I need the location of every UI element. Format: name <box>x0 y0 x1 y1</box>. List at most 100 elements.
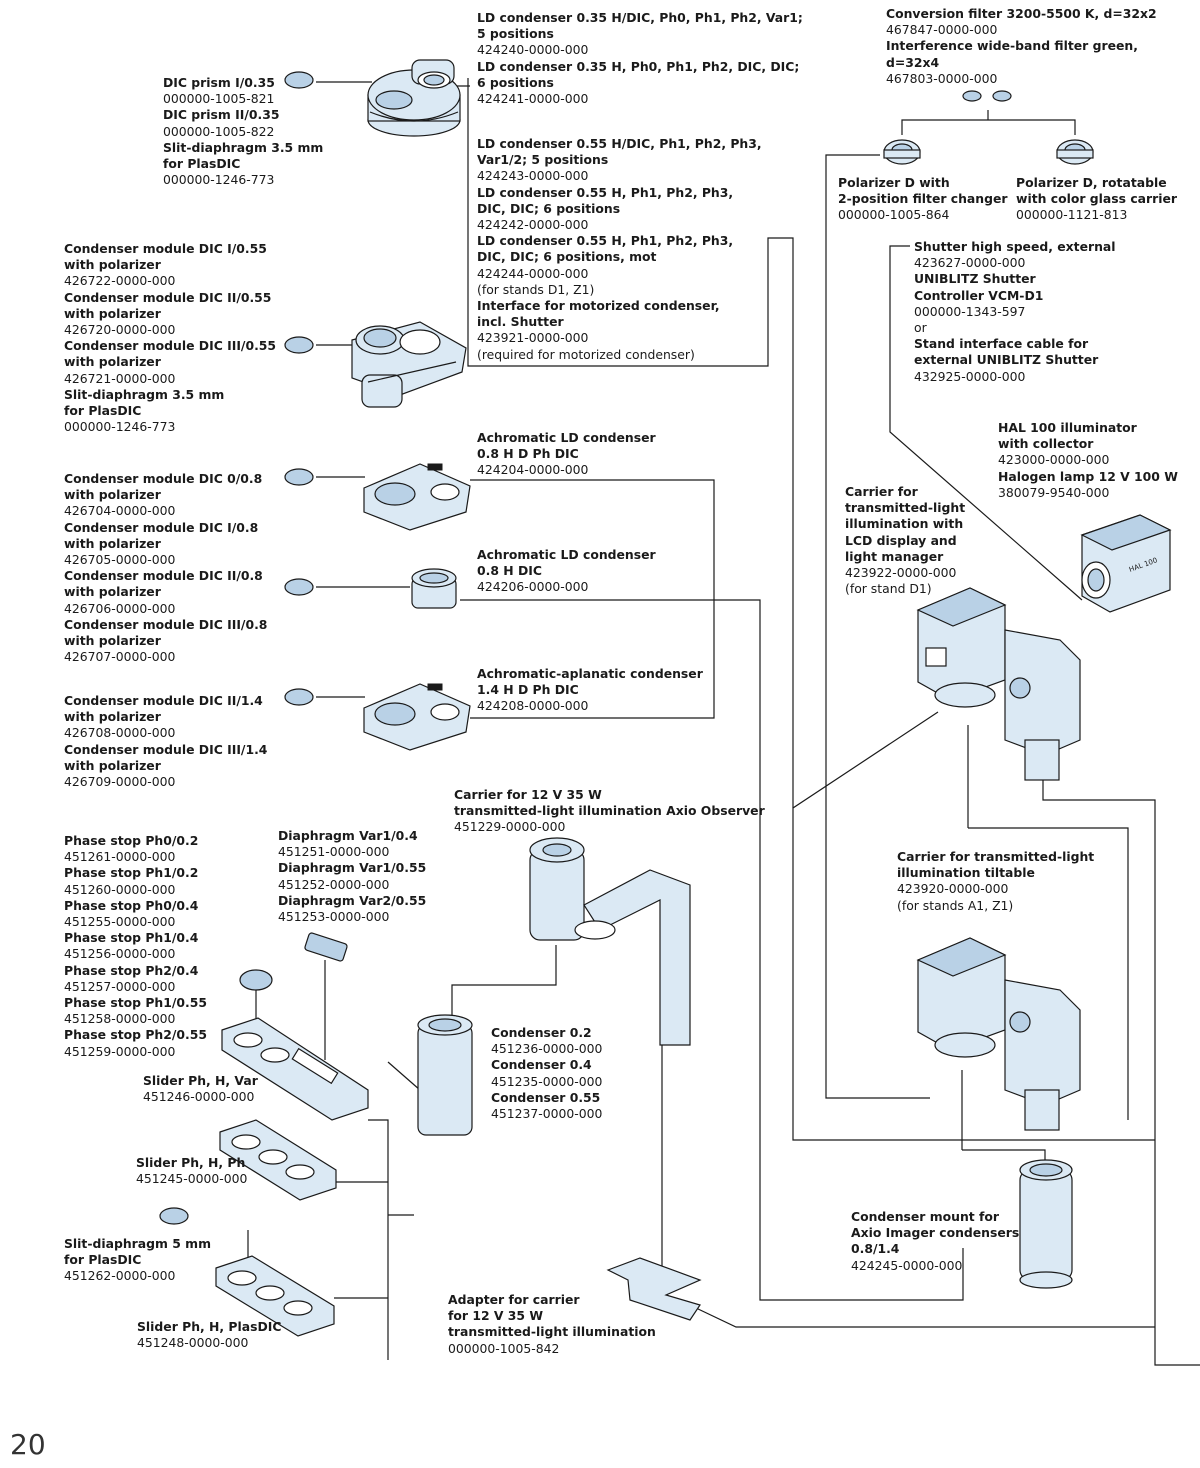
part-number: 426721-0000-000 <box>64 370 176 386</box>
part-number: 000000-1005-842 <box>448 1340 560 1356</box>
part-number: 000000-1005-821 <box>163 91 275 107</box>
part-name: Phase stop Ph1/0.55 <box>64 995 207 1011</box>
part-name: Condenser mount for <box>851 1209 1000 1224</box>
label-ld-condenser-055: LD condenser 0.55 H/DIC, Ph1, Ph2, Ph3,V… <box>477 136 762 363</box>
part-name: Phase stop Ph1/0.4 <box>64 930 199 946</box>
condenser-module-055-illustration <box>351 321 467 408</box>
part-number: 451261-0000-000 <box>64 849 176 865</box>
part-name: Carrier for <box>845 484 918 499</box>
carrier-lcd-illustration <box>916 587 1081 781</box>
filter-discs-illustration <box>962 90 1012 102</box>
part-name: Condenser 0.2 <box>491 1025 592 1040</box>
part-name: Condenser module DIC III/1.4 <box>64 741 268 757</box>
part-name: Phase stop Ph0/0.2 <box>64 833 199 848</box>
part-number: 000000-1343-597 <box>914 303 1026 319</box>
part-name: with color glass carrier <box>1016 191 1178 207</box>
part-number: 451245-0000-000 <box>136 1171 248 1187</box>
part-number: 451229-0000-000 <box>454 819 566 835</box>
part-number: 424241-0000-000 <box>477 91 589 107</box>
part-name: Interface for motorized condenser, <box>477 298 720 314</box>
part-number: 424242-0000-000 <box>477 217 589 233</box>
part-name: Condenser module DIC I/0.8 <box>64 519 259 535</box>
part-name: Phase stop Ph1/0.2 <box>64 865 199 881</box>
dic-prism-icon <box>284 71 314 89</box>
part-name: Shutter high speed, external <box>914 239 1116 254</box>
part-name: HAL 100 illuminator <box>998 420 1137 435</box>
achromatic-aplanatic-illustration <box>363 683 471 751</box>
part-name: DIC, DIC; 6 positions, mot <box>477 249 657 265</box>
part-number: 423922-0000-000 <box>845 565 957 581</box>
part-number: or <box>914 320 927 336</box>
part-number: 451237-0000-000 <box>491 1106 603 1122</box>
part-name: with polarizer <box>64 487 161 503</box>
hal-100-illustration: HAL 100 <box>1080 514 1172 613</box>
part-number: 451256-0000-000 <box>64 946 176 962</box>
part-number: 424240-0000-000 <box>477 42 589 58</box>
part-number: 432925-0000-000 <box>914 368 1026 384</box>
part-number: 426709-0000-000 <box>64 774 176 790</box>
part-name: Phase stop Ph2/0.4 <box>64 962 199 978</box>
part-number: 426706-0000-000 <box>64 600 176 616</box>
part-name: Slit-diaphragm 3.5 mm <box>163 139 324 155</box>
part-name: 5 positions <box>477 26 554 42</box>
part-number: 000000-1121-813 <box>1016 207 1128 223</box>
carrier-tiltable-illustration <box>916 937 1081 1131</box>
part-number: 000000-1005-822 <box>163 123 275 139</box>
connector-lines <box>247 78 1200 1366</box>
part-name: with collector <box>998 436 1094 452</box>
part-name: Slider Ph, H, Var <box>143 1073 258 1088</box>
part-number: 424243-0000-000 <box>477 168 589 184</box>
part-number: (for stands A1, Z1) <box>897 897 1014 913</box>
part-name: Phase stop Ph2/0.55 <box>64 1027 207 1043</box>
part-number: 000000-1246-773 <box>163 172 275 188</box>
diaphragm-icon <box>304 932 348 962</box>
part-number: 424206-0000-000 <box>477 579 589 595</box>
part-number: 426708-0000-000 <box>64 725 176 741</box>
part-name: Diaphragm Var1/0.55 <box>278 860 427 876</box>
part-name: for PlasDIC <box>64 403 142 419</box>
part-name: Polarizer D, rotatable <box>1016 175 1167 190</box>
slider-ph-h-ph-illustration <box>219 1119 337 1201</box>
part-name: Condenser 0.4 <box>491 1057 592 1073</box>
condensers-02-055-illustration <box>417 1014 473 1136</box>
part-name: with polarizer <box>64 584 161 600</box>
part-number: 423920-0000-000 <box>897 881 1009 897</box>
part-name: Condenser module DIC III/0.8 <box>64 616 268 632</box>
part-number: 426720-0000-000 <box>64 322 176 338</box>
part-name: LD condenser 0.55 H, Ph1, Ph2, Ph3, <box>477 184 734 200</box>
part-name: Slider Ph, H, Ph <box>136 1155 246 1170</box>
part-name: Condenser module DIC III/0.55 <box>64 338 277 354</box>
part-name: Slider Ph, H, PlasDIC <box>137 1319 282 1334</box>
part-name: Condenser 0.55 <box>491 1089 601 1105</box>
part-name: DIC prism I/0.35 <box>163 75 275 90</box>
part-name: light manager <box>845 548 944 564</box>
part-name: for PlasDIC <box>163 156 241 172</box>
part-name: Diaphragm Var1/0.4 <box>278 828 418 843</box>
part-name: 0.8/1.4 <box>851 1241 900 1257</box>
part-name: with polarizer <box>64 535 161 551</box>
part-name: for PlasDIC <box>64 1252 142 1268</box>
part-name: DIC prism II/0.35 <box>163 107 280 123</box>
part-name: 2-position filter changer <box>838 191 1008 207</box>
part-name: 0.8 H DIC <box>477 563 542 579</box>
adapter-illustration <box>606 1257 702 1321</box>
condenser-module-prism-icon <box>284 336 314 354</box>
part-name: Adapter for carrier <box>448 1292 580 1307</box>
phase-stop-icon <box>239 969 273 991</box>
carrier-12v-35w-illustration <box>529 837 691 1046</box>
part-number: 000000-1005-864 <box>838 207 950 223</box>
part-number: 000000-1246-773 <box>64 419 176 435</box>
